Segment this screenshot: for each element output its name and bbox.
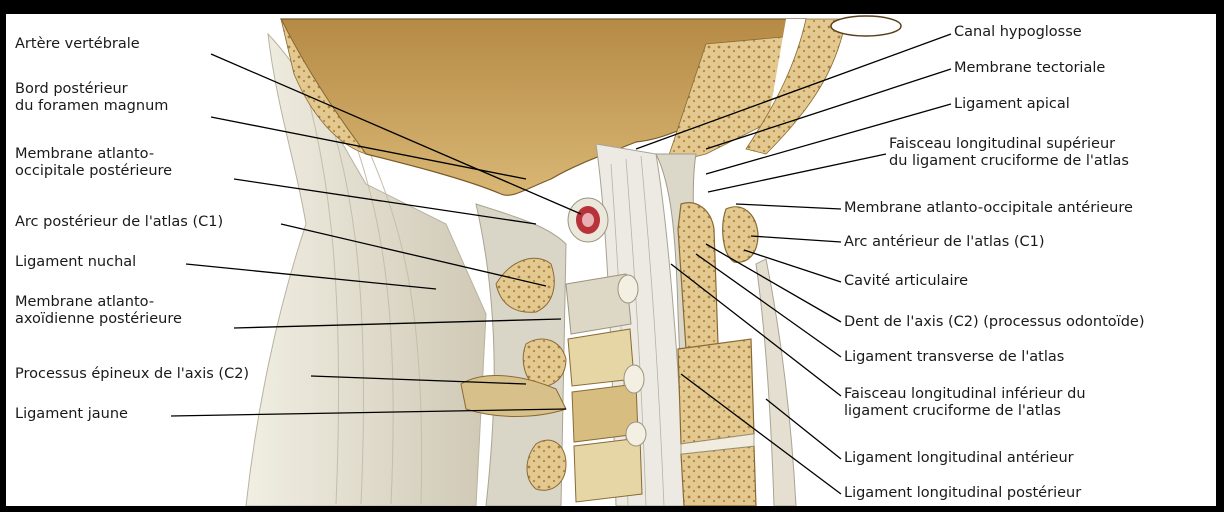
label-hypoglossal-canal: Canal hypoglosse xyxy=(954,24,1082,41)
label-posterior-atlanto-occipital-membrane: Membrane atlanto- occipitale postérieure xyxy=(15,146,172,180)
label-text: Ligament transverse de l'atlas xyxy=(844,349,1064,366)
label-text: Ligament apical xyxy=(954,96,1070,113)
skull-foramen xyxy=(831,16,901,36)
label-tectorial-membrane: Membrane tectoriale xyxy=(954,60,1105,77)
label-text: Dent de l'axis (C2) (processus odontoïde… xyxy=(844,314,1145,331)
anterior-arch-atlas xyxy=(723,207,758,262)
label-text-line2: ligament cruciforme de l'atlas xyxy=(844,403,1086,420)
label-anterior-atlanto-occipital-membrane: Membrane atlanto-occipitale antérieure xyxy=(844,200,1133,217)
label-text-line2: du foramen magnum xyxy=(15,98,168,115)
dens-axis xyxy=(678,203,718,349)
label-text-line1: Faisceau longitudinal supérieur xyxy=(889,136,1129,153)
label-anterior-longitudinal-ligament: Ligament longitudinal antérieur xyxy=(844,450,1074,467)
label-text-line2: axoïdienne postérieure xyxy=(15,311,182,328)
label-text: Membrane tectoriale xyxy=(954,60,1105,77)
label-apical-ligament: Ligament apical xyxy=(954,96,1070,113)
body-c3 xyxy=(681,446,756,506)
label-text-line1: Membrane atlanto- xyxy=(15,294,182,311)
label-foramen-magnum: Bord postérieur du foramen magnum xyxy=(15,81,168,115)
label-text: Ligament jaune xyxy=(15,406,128,423)
label-text: Artère vertébrale xyxy=(15,36,140,53)
label-text-line1: Faisceau longitudinal inférieur du xyxy=(844,386,1086,403)
label-transverse-ligament: Ligament transverse de l'atlas xyxy=(844,349,1064,366)
body-c2 xyxy=(678,339,754,444)
label-text: Cavité articulaire xyxy=(844,273,968,290)
label-text: Processus épineux de l'axis (C2) xyxy=(15,366,249,383)
label-anterior-arch-atlas: Arc antérieur de l'atlas (C1) xyxy=(844,234,1045,251)
label-text: Ligament longitudinal postérieur xyxy=(844,485,1081,502)
label-text: Arc postérieur de l'atlas (C1) xyxy=(15,214,223,231)
label-text: Arc antérieur de l'atlas (C1) xyxy=(844,234,1045,251)
label-ligamentum-flavum: Ligament jaune xyxy=(15,406,128,423)
illustration-panel: Artère vertébrale Bord postérieur du for… xyxy=(6,14,1216,506)
anterior-long-ligament xyxy=(756,259,796,506)
label-text: Ligament nuchal xyxy=(15,254,136,271)
label-text: Canal hypoglosse xyxy=(954,24,1082,41)
label-text-line2: occipitale postérieure xyxy=(15,163,172,180)
vertebral-artery xyxy=(568,198,608,242)
anatomical-illustration xyxy=(6,14,1216,506)
label-posterior-longitudinal-ligament: Ligament longitudinal postérieur xyxy=(844,485,1081,502)
label-vertebral-artery: Artère vertébrale xyxy=(15,36,140,53)
label-inferior-longitudinal-band: Faisceau longitudinal inférieur du ligam… xyxy=(844,386,1086,420)
label-superior-longitudinal-band: Faisceau longitudinal supérieur du ligam… xyxy=(889,136,1129,170)
label-spinous-process-axis: Processus épineux de l'axis (C2) xyxy=(15,366,249,383)
label-text-line2: du ligament cruciforme de l'atlas xyxy=(889,153,1129,170)
label-posterior-atlanto-axial-membrane: Membrane atlanto- axoïdienne postérieure xyxy=(15,294,182,328)
label-text: Ligament longitudinal antérieur xyxy=(844,450,1074,467)
label-posterior-arch-atlas: Arc postérieur de l'atlas (C1) xyxy=(15,214,223,231)
label-articular-cavity: Cavité articulaire xyxy=(844,273,968,290)
label-text-line1: Bord postérieur xyxy=(15,81,168,98)
label-text-line1: Membrane atlanto- xyxy=(15,146,172,163)
label-dens-axis: Dent de l'axis (C2) (processus odontoïde… xyxy=(844,314,1145,331)
label-nuchal-ligament: Ligament nuchal xyxy=(15,254,136,271)
label-text: Membrane atlanto-occipitale antérieure xyxy=(844,200,1133,217)
